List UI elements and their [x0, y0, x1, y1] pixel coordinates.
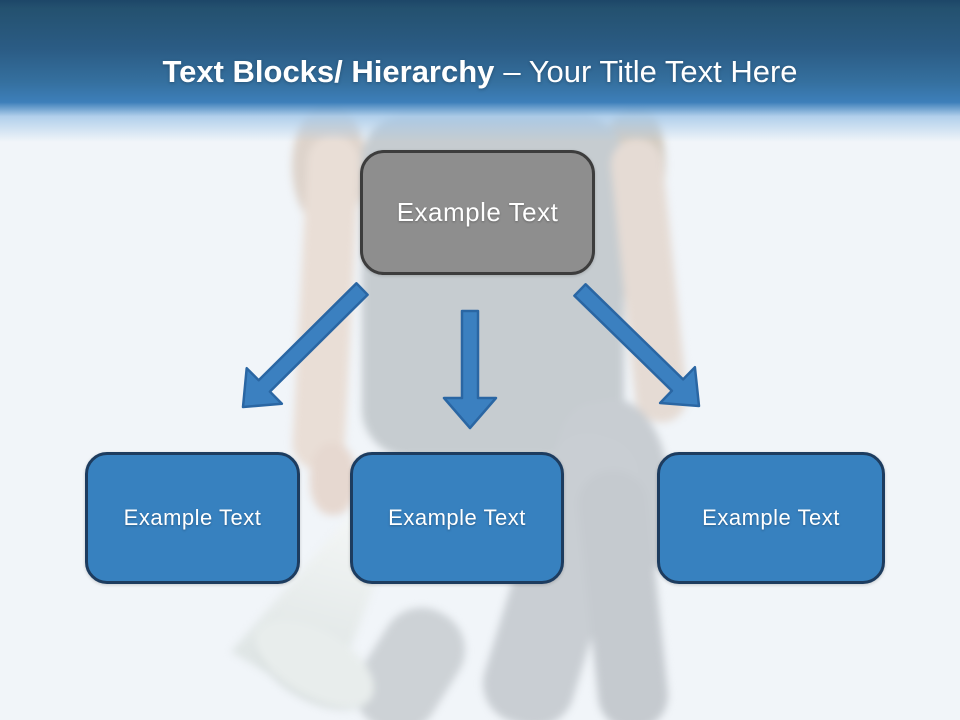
child-node-label-1: Example Text — [123, 505, 262, 530]
child-node-label-3: Example Text — [702, 505, 840, 530]
root-node-box[interactable]: Example Text — [360, 150, 595, 275]
slide-title-regular: – Your Title Text Here — [503, 54, 798, 89]
figure-hand — [310, 443, 356, 515]
arrow-down-right-icon[interactable] — [573, 283, 701, 408]
slide-title-bold: Text Blocks/ Hierarchy — [162, 54, 495, 89]
arrow-down-icon[interactable] — [442, 309, 498, 430]
child-node-label-2: Example Text — [388, 505, 526, 530]
root-node-label: Example Text — [396, 197, 559, 227]
header-band: Text Blocks/ Hierarchy– Your Title Text … — [0, 0, 960, 142]
slide-title: Text Blocks/ Hierarchy– Your Title Text … — [0, 52, 960, 92]
child-node-box-2[interactable]: Example Text — [350, 452, 564, 584]
child-node-box-3[interactable]: Example Text — [657, 452, 885, 584]
arrow-down-left-icon[interactable] — [241, 282, 369, 409]
child-node-box-1[interactable]: Example Text — [85, 452, 300, 584]
